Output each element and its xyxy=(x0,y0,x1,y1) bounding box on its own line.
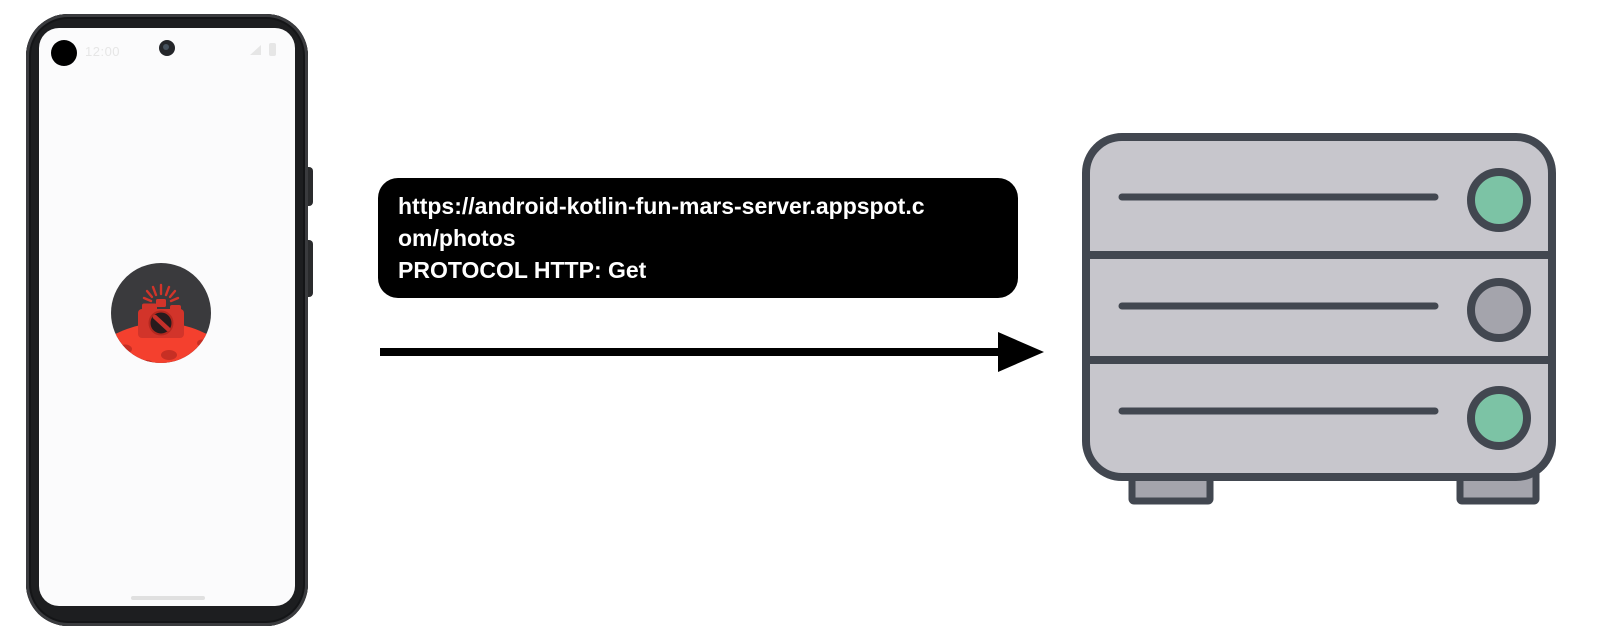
camera-icon xyxy=(138,283,184,338)
crater xyxy=(161,350,177,360)
gesture-bar xyxy=(131,596,205,600)
crater xyxy=(197,339,207,347)
phone-volume-button xyxy=(306,240,313,297)
request-arrow-icon xyxy=(380,332,1044,372)
request-url-line-2: om/photos xyxy=(398,225,516,251)
http-request-box: https://android-kotlin-fun-mars-server.a… xyxy=(378,178,1018,298)
led-bottom-green xyxy=(1467,386,1531,450)
crater xyxy=(118,344,132,354)
led-top-green xyxy=(1467,168,1531,232)
request-protocol-line: PROTOCOL HTTP: Get xyxy=(398,257,647,283)
status-dot-icon xyxy=(51,40,77,66)
phone-screen: 12:00 xyxy=(39,28,295,606)
led-middle-gray xyxy=(1467,278,1531,342)
request-url-line-1: https://android-kotlin-fun-mars-server.a… xyxy=(398,193,925,219)
status-time: 12:00 xyxy=(85,44,121,59)
mars-photos-app-icon xyxy=(111,263,211,363)
battery-icon xyxy=(269,43,276,56)
server-rack-icon xyxy=(1082,133,1556,505)
front-camera-icon xyxy=(159,40,175,56)
phone-power-button xyxy=(306,167,313,206)
flash-rays-icon xyxy=(142,283,180,303)
network-signal-icon xyxy=(250,45,261,55)
